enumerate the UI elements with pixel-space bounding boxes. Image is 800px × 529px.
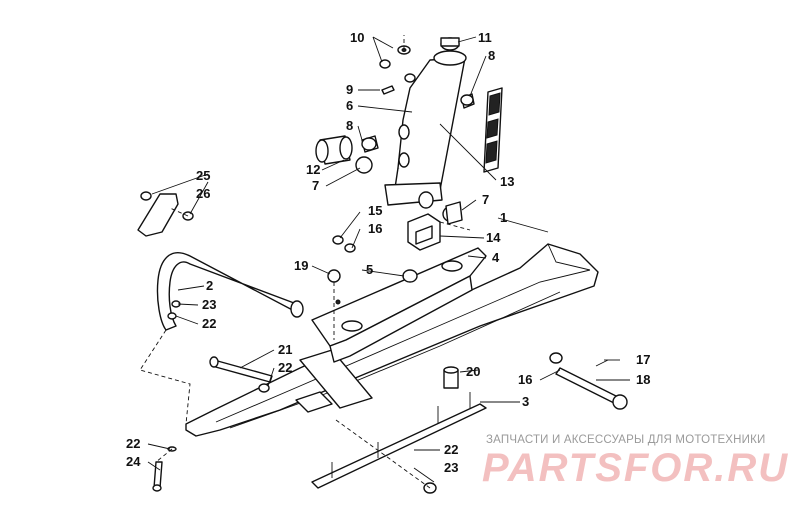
callout-25: 25 bbox=[196, 168, 210, 183]
callout-22c: 22 bbox=[126, 436, 140, 451]
callout-11: 11 bbox=[478, 30, 492, 45]
bumper-bracket bbox=[137, 191, 194, 237]
spindle-pad bbox=[407, 213, 441, 251]
bushings bbox=[315, 45, 475, 225]
callout-22d: 22 bbox=[444, 442, 458, 457]
callout-14: 14 bbox=[486, 230, 501, 245]
small-parts bbox=[327, 235, 459, 389]
callout-22b: 22 bbox=[278, 360, 292, 375]
callout-26: 26 bbox=[196, 186, 210, 201]
watermark-logo: PARTSFOR.RU bbox=[482, 446, 790, 490]
callout-2: 2 bbox=[206, 278, 213, 293]
callout-12: 12 bbox=[306, 162, 320, 177]
callout-7a: 7 bbox=[312, 178, 319, 193]
callout-20: 20 bbox=[466, 364, 480, 379]
front-bolt bbox=[209, 356, 273, 393]
callout-18: 18 bbox=[636, 372, 650, 387]
assembly-lines bbox=[139, 35, 471, 489]
callout-6: 6 bbox=[346, 98, 353, 113]
ski-bolt bbox=[549, 352, 628, 410]
front-stud bbox=[152, 446, 437, 494]
ski-body bbox=[185, 243, 599, 437]
callout-8a: 8 bbox=[488, 48, 495, 63]
ski-loop bbox=[156, 252, 304, 331]
callout-5: 5 bbox=[366, 262, 373, 277]
callout-23a: 23 bbox=[202, 297, 216, 312]
callout-16a: 16 bbox=[368, 221, 382, 236]
callout-labels: 10 11 8 9 6 8 12 7 13 7 1 14 15 16 4 5 1… bbox=[126, 30, 650, 475]
leader-lines bbox=[147, 36, 630, 483]
callout-8b: 8 bbox=[346, 118, 353, 133]
callout-15: 15 bbox=[368, 203, 382, 218]
callout-7b: 7 bbox=[482, 192, 489, 207]
callout-21: 21 bbox=[278, 342, 292, 357]
decal-strip bbox=[483, 87, 503, 173]
callout-17: 17 bbox=[636, 352, 650, 367]
callout-19: 19 bbox=[294, 258, 308, 273]
watermark-caption: ЗАПЧАСТИ И АКСЕССУАРЫ ДЛЯ МОТОТЕХНИКИ bbox=[486, 434, 766, 446]
callout-3: 3 bbox=[522, 394, 529, 409]
callout-9: 9 bbox=[346, 82, 353, 97]
callout-1: 1 bbox=[500, 210, 507, 225]
callout-22a: 22 bbox=[202, 316, 216, 331]
callout-24: 24 bbox=[126, 454, 141, 469]
spindle-part bbox=[384, 37, 467, 209]
callout-4: 4 bbox=[492, 250, 500, 265]
callout-10: 10 bbox=[350, 30, 364, 45]
callout-16b: 16 bbox=[518, 372, 532, 387]
callout-13: 13 bbox=[500, 174, 514, 189]
ski-saddle bbox=[311, 247, 487, 363]
callout-23b: 23 bbox=[444, 460, 458, 475]
